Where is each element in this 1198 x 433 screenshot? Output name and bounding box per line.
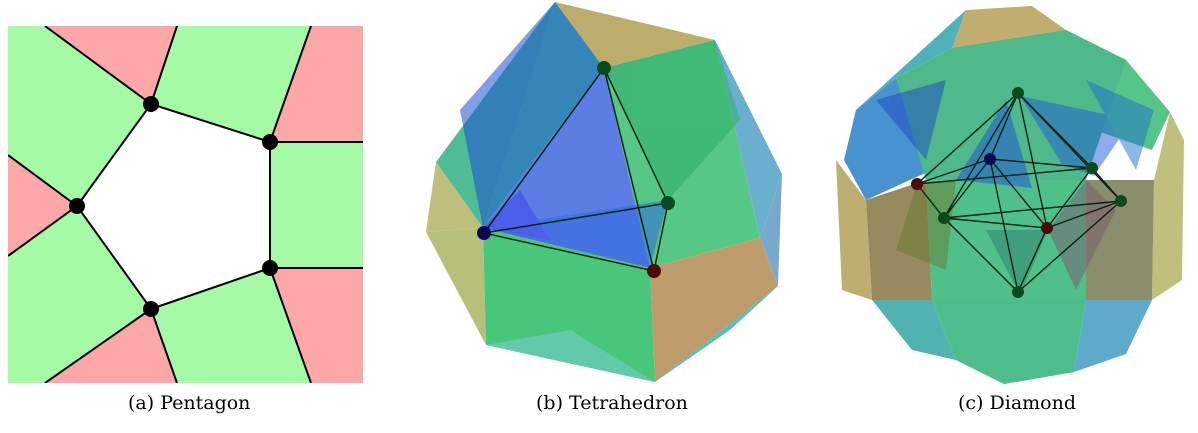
- node: [984, 153, 996, 165]
- node: [477, 226, 491, 240]
- pentagon-tiling-figure: [8, 26, 363, 383]
- node: [938, 212, 950, 224]
- vertex: [69, 198, 85, 214]
- vertex: [143, 96, 159, 112]
- diamond-nodes: [911, 87, 1127, 298]
- tile-red-bottom: [45, 309, 177, 383]
- node: [911, 178, 923, 190]
- node: [661, 196, 675, 210]
- caption-pentagon: (a) Pentagon: [128, 392, 251, 414]
- vertex: [262, 260, 278, 276]
- diamond-figure: [836, 6, 1184, 384]
- tile-red-top-right: [270, 26, 363, 142]
- node: [647, 264, 661, 278]
- node: [1086, 162, 1098, 174]
- caption-diamond: (c) Diamond: [958, 392, 1076, 414]
- central-pentagon: [77, 104, 270, 309]
- tetrahedron-figure: [426, 2, 782, 382]
- vertex: [143, 301, 159, 317]
- node: [1115, 195, 1127, 207]
- caption-tetrahedron: (b) Tetrahedron: [536, 392, 688, 414]
- tiling-edges: [8, 26, 363, 383]
- tile-red-left: [8, 155, 77, 256]
- diamond-edges: [916, 92, 1122, 293]
- tiling-vertices: [69, 96, 278, 317]
- node: [1041, 222, 1053, 234]
- tetrahedron-edges: [483, 67, 669, 272]
- node: [1012, 87, 1024, 99]
- tile-red-top: [45, 26, 177, 104]
- node: [1012, 286, 1024, 298]
- vertex: [262, 134, 278, 150]
- tile-red-bottom-right: [270, 268, 363, 383]
- node: [597, 61, 611, 75]
- tetrahedron-nodes: [477, 61, 675, 278]
- panel-pentagon: [8, 0, 364, 384]
- panel-tetrahedron: [420, 0, 790, 384]
- panel-diamond: [836, 0, 1190, 384]
